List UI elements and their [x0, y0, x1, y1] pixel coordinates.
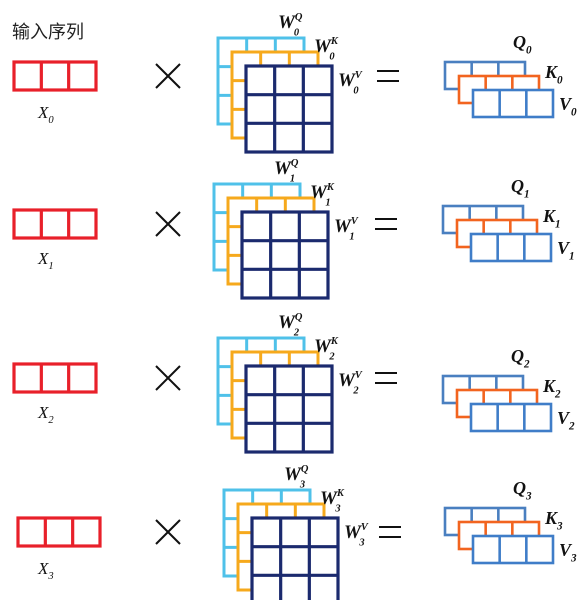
weight-matrix-wv3	[250, 516, 340, 600]
input-vector-x2	[12, 362, 98, 394]
label-v2: V2	[557, 408, 575, 432]
equals-operator	[377, 70, 399, 82]
output-vector-v3	[471, 534, 555, 565]
label-k2: K2	[542, 376, 561, 400]
input-vector-x3	[16, 516, 102, 548]
label-q1: Q1	[511, 176, 530, 200]
label-q2: Q2	[511, 346, 530, 370]
output-vector-v1	[469, 232, 553, 263]
times-operator	[155, 211, 181, 237]
label-x3: X3	[37, 559, 54, 582]
weight-matrix-wv0	[244, 64, 334, 154]
input-vector-x1	[12, 208, 98, 240]
label-k1: K1	[542, 206, 561, 230]
label-v1: V1	[557, 238, 575, 262]
output-vector-v0	[471, 88, 555, 119]
label-x2: X2	[37, 403, 54, 426]
label-k0: K0	[544, 62, 563, 86]
times-operator	[155, 63, 181, 89]
equals-operator	[375, 372, 397, 384]
label-x1: X1	[37, 249, 54, 272]
weight-matrix-wv2	[244, 364, 334, 454]
input-vector-x0	[12, 60, 98, 92]
equals-operator	[379, 526, 401, 538]
label-v0: V0	[559, 94, 577, 118]
label-q3: Q3	[513, 478, 532, 502]
label-x0: X0	[37, 103, 54, 126]
label-k3: K3	[544, 508, 563, 532]
equals-operator	[375, 218, 397, 230]
times-operator	[155, 365, 181, 391]
label-q0: Q0	[513, 32, 532, 56]
weight-matrix-wv1	[240, 210, 330, 300]
output-vector-v2	[469, 402, 553, 433]
label-v3: V3	[559, 540, 577, 564]
times-operator	[155, 519, 181, 545]
diagram-title: 输入序列	[12, 22, 84, 43]
